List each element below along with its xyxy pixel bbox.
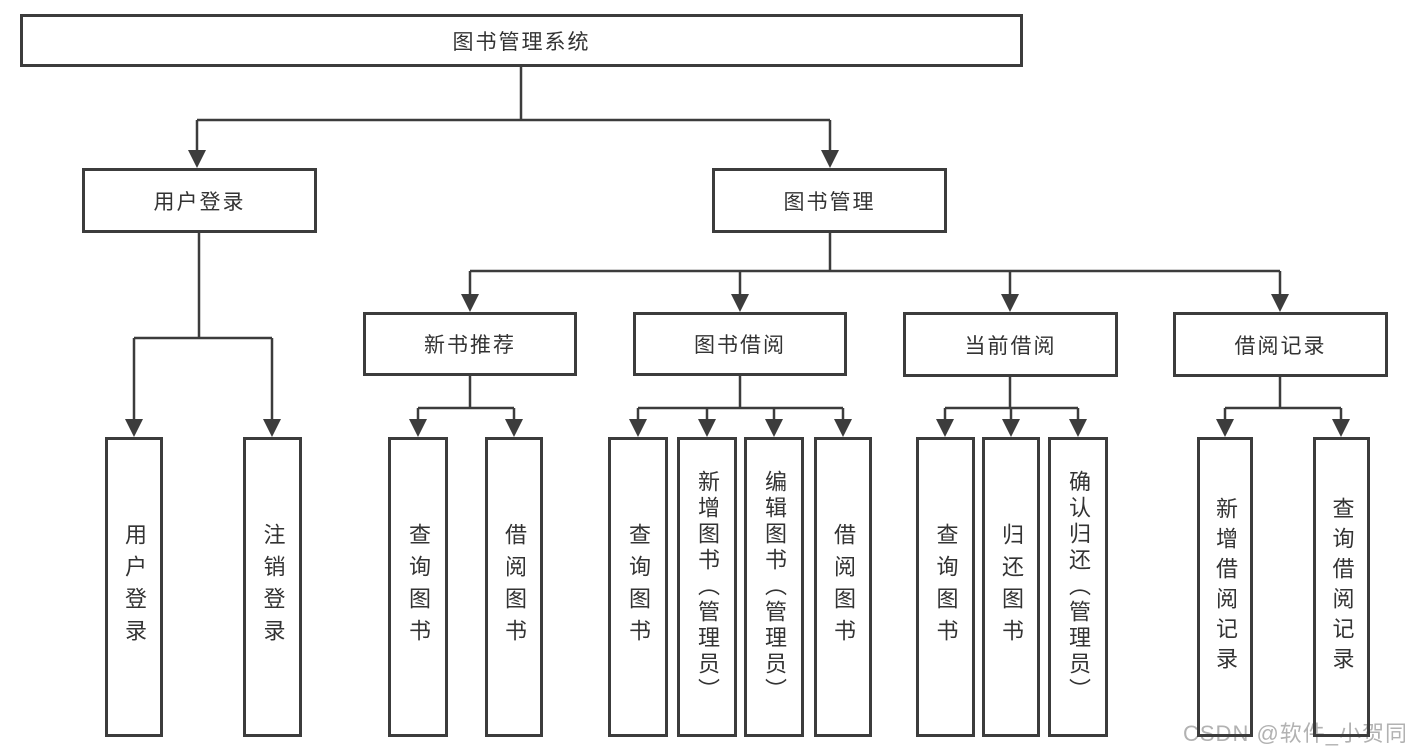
leaf-bb-add-books-admin: 新增图书（管理员） bbox=[677, 437, 737, 737]
node-label: 新书推荐 bbox=[424, 334, 516, 357]
node-root: 图书管理系统 bbox=[20, 14, 1023, 67]
leaf-label: 借阅图书 bbox=[502, 523, 527, 651]
node-new-book-recommend: 新书推荐 bbox=[363, 312, 577, 376]
node-label: 图书管理系统 bbox=[452, 30, 591, 54]
leaf-label: 新增图书（管理员） bbox=[695, 470, 720, 704]
node-borrow-records: 借阅记录 bbox=[1173, 312, 1388, 377]
leaf-label: 查询图书 bbox=[406, 523, 431, 651]
node-label: 图书借阅 bbox=[694, 334, 786, 357]
leaf-cb-confirm-return-admin: 确认归还（管理员） bbox=[1048, 437, 1108, 737]
watermark: CSDN @软件_小贺同学 bbox=[1183, 721, 1405, 746]
node-label: 当前借阅 bbox=[964, 334, 1057, 358]
leaf-label: 确认归还（管理员） bbox=[1066, 470, 1091, 704]
leaf-br-query-record: 查询借阅记录 bbox=[1313, 437, 1370, 737]
leaf-br-add-record: 新增借阅记录 bbox=[1197, 437, 1253, 737]
node-current-borrow: 当前借阅 bbox=[903, 312, 1118, 377]
leaf-label: 借阅图书 bbox=[831, 523, 856, 651]
leaf-logout: 注销登录 bbox=[243, 437, 302, 737]
leaf-nbr-query-books: 查询图书 bbox=[388, 437, 448, 737]
leaf-user-login: 用户登录 bbox=[105, 437, 163, 737]
leaf-cb-query-books: 查询图书 bbox=[916, 437, 975, 737]
leaf-bb-query-books: 查询图书 bbox=[608, 437, 668, 737]
node-book-management: 图书管理 bbox=[712, 168, 947, 233]
leaf-cb-return-books: 归还图书 bbox=[982, 437, 1040, 737]
leaf-label: 注销登录 bbox=[260, 523, 286, 651]
node-label: 用户登录 bbox=[153, 190, 246, 214]
leaf-label: 查询借阅记录 bbox=[1329, 497, 1355, 677]
leaf-label: 查询图书 bbox=[626, 523, 651, 651]
leaf-label: 新增借阅记录 bbox=[1213, 497, 1238, 677]
leaf-nbr-borrow-books: 借阅图书 bbox=[485, 437, 543, 737]
node-user-login: 用户登录 bbox=[82, 168, 317, 233]
leaf-label: 查询图书 bbox=[933, 523, 959, 651]
leaf-label: 归还图书 bbox=[999, 523, 1024, 651]
node-label: 借阅记录 bbox=[1234, 334, 1327, 358]
leaf-label: 用户登录 bbox=[122, 523, 147, 651]
node-label: 图书管理 bbox=[783, 190, 876, 214]
leaf-bb-borrow-books: 借阅图书 bbox=[814, 437, 872, 737]
node-book-borrow: 图书借阅 bbox=[633, 312, 847, 376]
leaf-bb-edit-books-admin: 编辑图书（管理员） bbox=[744, 437, 804, 737]
leaf-label: 编辑图书（管理员） bbox=[762, 470, 787, 704]
